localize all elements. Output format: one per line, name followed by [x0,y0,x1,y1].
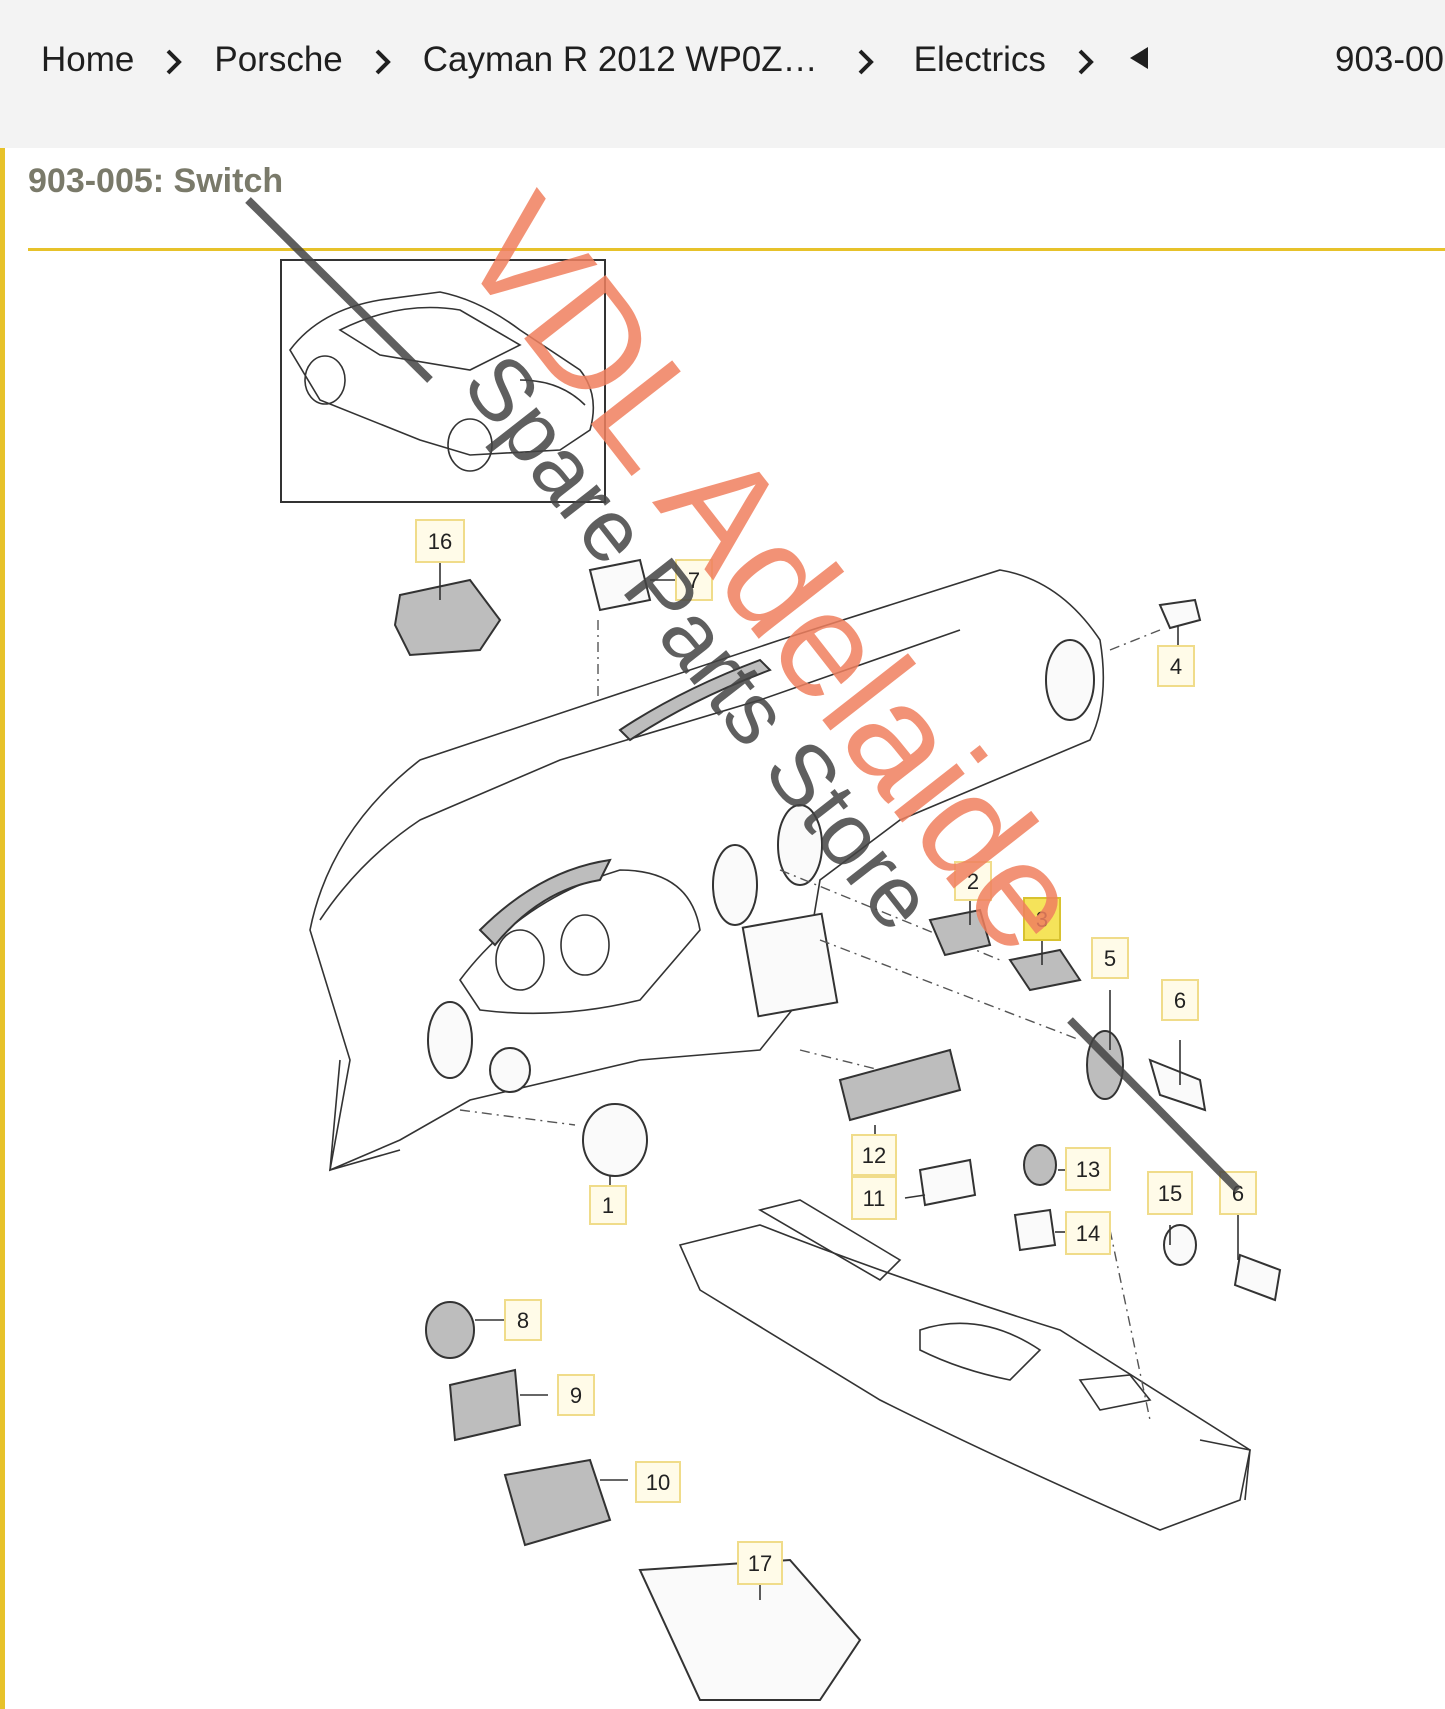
callout-11[interactable]: 11 [851,1176,897,1220]
callout-13[interactable]: 13 [1065,1147,1111,1191]
breadcrumb-bar: Home Porsche Cayman R 2012 WP0Z… Electri… [0,0,1445,148]
chevron-right-icon [1046,40,1126,80]
svg-text:16: 16 [428,529,452,554]
chevron-right-icon [818,40,914,80]
svg-text:3: 3 [1036,907,1048,932]
chevron-right-icon [134,40,214,80]
callout-9[interactable]: 9 [557,1374,595,1416]
callout-4[interactable]: 4 [1157,645,1195,687]
breadcrumb-electrics[interactable]: Electrics [913,40,1046,79]
callout-6[interactable]: 6 [1161,979,1199,1021]
breadcrumb-porsche[interactable]: Porsche [214,40,343,79]
triangle-left-icon[interactable] [1126,40,1186,80]
content-panel [28,148,1445,1709]
svg-text:15: 15 [1158,1181,1182,1206]
svg-text:4: 4 [1170,654,1182,679]
callout-14[interactable]: 14 [1065,1211,1111,1255]
svg-text:1: 1 [602,1193,614,1218]
svg-text:2: 2 [967,869,979,894]
svg-text:5: 5 [1104,946,1116,971]
svg-text:8: 8 [517,1308,529,1333]
chevron-right-icon [343,40,423,80]
breadcrumb-model[interactable]: Cayman R 2012 WP0Z… [422,40,818,79]
svg-text:13: 13 [1076,1157,1100,1182]
callout-16[interactable]: 16 [415,519,465,563]
callout-5[interactable]: 5 [1091,937,1129,979]
callout-7[interactable]: 7 [675,559,713,601]
svg-text:6: 6 [1174,988,1186,1013]
accent-stripe [0,148,5,1709]
svg-text:12: 12 [862,1143,886,1168]
page-title: 903-005: Switch [28,162,284,200]
svg-text:7: 7 [688,568,700,593]
svg-text:9: 9 [570,1383,582,1408]
svg-text:17: 17 [748,1551,772,1576]
svg-text:6: 6 [1232,1181,1244,1206]
callout-15[interactable]: 15 [1147,1171,1193,1215]
callout-8[interactable]: 8 [504,1299,542,1341]
breadcrumb: Home Porsche Cayman R 2012 WP0Z… Electri… [41,36,1186,84]
breadcrumb-current: 903-00 [1335,40,1444,79]
svg-text:10: 10 [646,1470,670,1495]
callout-17[interactable]: 17 [737,1541,783,1585]
callout-1[interactable]: 1 [589,1185,627,1225]
svg-text:11: 11 [863,1186,886,1211]
svg-text:14: 14 [1076,1221,1100,1246]
breadcrumb-home[interactable]: Home [41,40,135,79]
callout-2[interactable]: 2 [954,861,992,901]
callout-3[interactable]: 3 [1023,897,1061,941]
callout-6b[interactable]: 6 [1219,1171,1257,1215]
callout-10[interactable]: 10 [635,1461,681,1503]
callout-12[interactable]: 12 [851,1134,897,1176]
title-divider [28,248,1445,251]
